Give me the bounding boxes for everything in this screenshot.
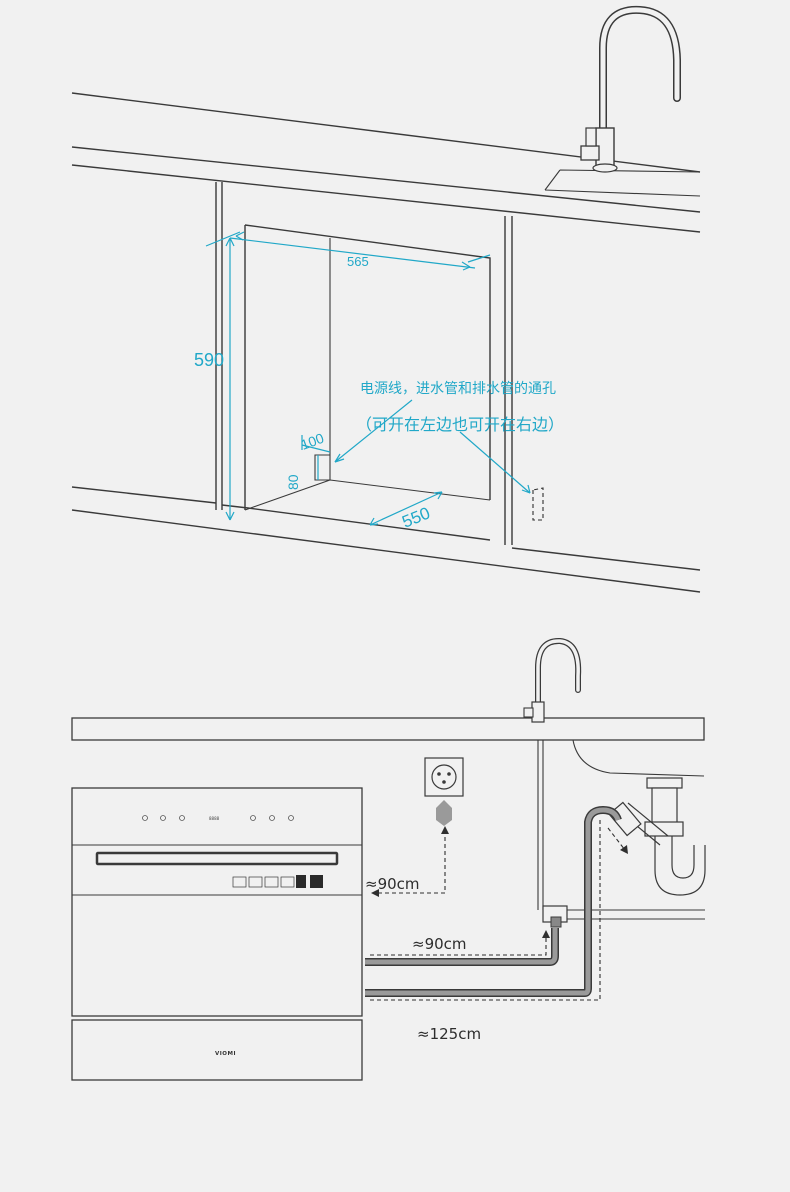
cutout-opening [244,224,491,510]
dim-width-arrows [235,231,471,271]
inlet-distance-label: ≈90cm [412,935,467,953]
floor-line-1 [71,486,701,571]
dim-height-label: 590 [194,350,224,370]
power-arrow-tail [371,889,379,897]
pipe-hole-marker [532,487,544,521]
drain-route-dashed [370,820,601,1001]
supply-pipe [560,909,705,920]
faucet-icon [523,638,582,723]
connection-diagram: 8888 VIOMI ≈90cm ≈90cm ≈125cm [71,638,706,1081]
sink-basin [572,739,705,777]
note-line-2: （可开在左边也可开在右边） [356,416,564,434]
valve-knob [550,916,562,928]
cabinet-right-panel [504,216,513,545]
dim-notch-height-label: 80 [285,474,301,490]
power-socket-icon [424,757,464,797]
cold-water-line [537,740,544,910]
program-icon [179,815,185,821]
countertop [71,717,705,741]
cabinet-left-panel [215,182,223,510]
hole-pointer-heads [334,453,531,494]
dim-notch-line [301,435,331,480]
dim-width-line [205,231,491,269]
wifi-icon [288,815,294,821]
dim-height-arrows [225,237,235,521]
drain-distance-label: ≈125cm [417,1025,481,1043]
hole-pointer-arrows [334,399,531,494]
power-distance-label: ≈90cm [365,875,420,893]
cutout-back-corner [314,238,331,481]
drain-trap [608,777,706,896]
dim-depth-label: 550 [399,503,432,531]
cutout-floor [244,479,491,511]
floor-line-2 [71,509,701,593]
dim-width-label: 565 [347,254,369,269]
dishwasher: 8888 [71,787,363,1017]
drain-arrow-dashed [607,827,626,851]
dim-notch-width-label: 100 [299,430,327,453]
drain-arrow-head [620,845,628,854]
faucet-icon [580,5,681,173]
inlet-route-dashed [370,935,547,956]
plug-icon [436,800,452,826]
power-route-dashed [378,830,446,894]
countertop-bottom-edge [71,164,701,233]
cabinet-plinth [71,1019,363,1081]
power-icon [142,815,148,821]
dim-depth-arrows [369,491,443,526]
dim-depth-line [369,491,443,526]
sink-outline [544,169,701,197]
mode-icon [160,815,166,821]
door-handle [95,851,339,866]
brand-logo: VIOMI [215,1051,236,1057]
timer-icon [250,815,256,821]
note-line-1: 电源线，进水管和排水管的通孔 [360,380,556,396]
inlet-arrow-head [542,930,550,938]
start-icon [269,815,275,821]
power-arrow-head [441,826,449,834]
countertop-front-edge [71,146,701,213]
cabinet-diagram: 565 590 550 100 80 电源线，进水管和排水管的通孔 （可开在左边… [71,5,701,593]
panel-display: 8888 [209,816,220,821]
